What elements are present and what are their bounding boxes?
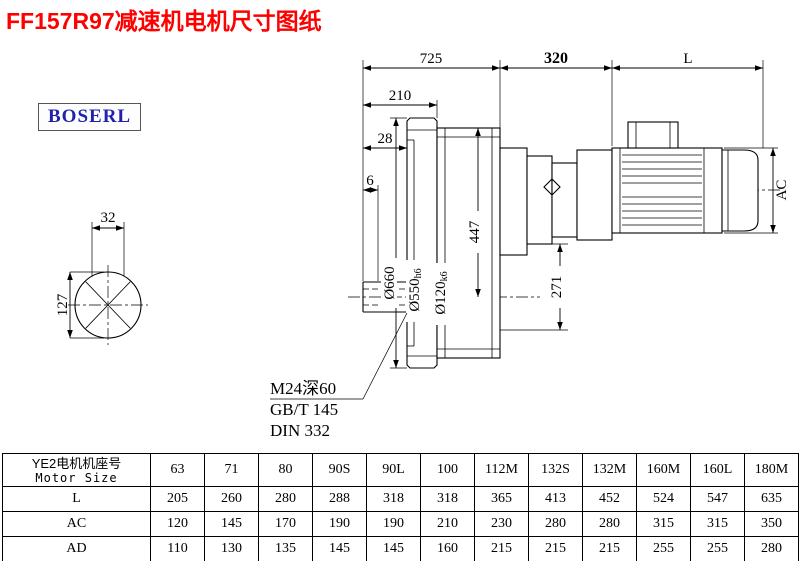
page-title: FF157R97减速机电机尺寸图纸 [6,8,322,34]
table-cell: 280 [582,511,637,537]
brand-diamond-mark [543,178,561,196]
table-cell: 90S [312,453,367,487]
row-label-cell: AC [2,511,151,537]
table-cell: 120 [150,511,205,537]
table-row-AD: AD 110 130 135 145 145 160 215 215 215 2… [2,536,799,561]
table-cell: 215 [528,536,583,561]
row-label-cell: L [2,486,151,512]
table-cell: 110 [150,536,205,561]
dimensions-end-view: 32 127 [55,210,125,339]
table-cell: 160M [636,453,691,487]
table-row-L: L 205 260 280 288 318 318 365 413 452 52… [2,486,799,512]
table-cell: 210 [420,511,475,537]
dim-AC-label: AC [774,180,790,201]
motor-dimension-table: YE2电机机座号 Motor Size 63 71 80 90S 90L 100… [2,453,799,561]
dia-120-label: Ø120k6 [433,271,450,314]
motor-outline [611,121,759,234]
table-cell: 135 [258,536,313,561]
table-cell: 63 [150,453,205,487]
motor-size-label-cn: YE2电机机座号 [31,455,122,471]
table-cell: 71 [204,453,259,487]
dim-127-label: 127 [55,293,71,316]
thread-note: M24深60 GB/T 145 DIN 332 [270,312,408,440]
dia-550-label: Ø550h6 [407,268,424,311]
table-cell: 318 [366,486,421,512]
table-corner-cell: YE2电机机座号 Motor Size [2,453,151,487]
table-cell: 280 [744,536,799,561]
table-cell: 180M [744,453,799,487]
table-cell: 132M [582,453,637,487]
table-cell: 132S [528,453,583,487]
table-cell: 255 [690,536,745,561]
table-cell: 318 [420,486,475,512]
table-cell: 215 [474,536,529,561]
table-cell: 452 [582,486,637,512]
note-gb-label: GB/T 145 [270,400,338,419]
table-cell: 80 [258,453,313,487]
table-cell: 255 [636,536,691,561]
dim-447-label: 447 [467,220,483,243]
adapter-outline [499,147,613,256]
table-cell: 145 [204,511,259,537]
table-cell: 635 [744,486,799,512]
table-cell: 260 [204,486,259,512]
note-din-label: DIN 332 [270,421,330,440]
row-label-cell: AD [2,536,151,561]
table-cell: 280 [528,511,583,537]
table-cell: 160 [420,536,475,561]
table-cell: 413 [528,486,583,512]
table-cell: 215 [582,536,637,561]
dia-660-label: Ø660 [382,266,398,299]
table-cell: 315 [690,511,745,537]
table-cell: 100 [420,453,475,487]
dim-271-label: 271 [549,276,565,299]
brand-logo: BOSERL [38,103,142,131]
dim-L-label: L [683,51,692,67]
shaft-end-view [74,271,142,339]
dimensions-vertical: AC 447 271 Ø660 Ø550h6 Ø120k6 [381,117,790,369]
table-cell: 190 [312,511,367,537]
table-cell: 315 [636,511,691,537]
fan-cowl [721,149,759,232]
motor-size-label-en: Motor Size [35,470,118,485]
table-cell: 170 [258,511,313,537]
dim-320-label: 320 [544,50,568,67]
table-cell: 130 [204,536,259,561]
table-cell: 145 [312,536,367,561]
table-row-header: YE2电机机座号 Motor Size 63 71 80 90S 90L 100… [2,453,799,487]
table-cell: 145 [366,536,421,561]
table-cell: 288 [312,486,367,512]
table-row-AC: AC 120 145 170 190 190 210 230 280 280 3… [2,511,799,537]
table-cell: 524 [636,486,691,512]
technical-drawing: 725 320 L 210 28 6 AC 447 [55,50,790,440]
table-cell: 90L [366,453,421,487]
dim-725-label: 725 [420,51,443,67]
table-cell: 112M [474,453,529,487]
table-cell: 160L [690,453,745,487]
dim-6-label: 6 [366,173,374,189]
table-cell: 190 [366,511,421,537]
table-cell: 280 [258,486,313,512]
table-cell: 205 [150,486,205,512]
table-cell: 350 [744,511,799,537]
dimensions-top: 725 320 L 210 28 6 [362,50,764,281]
dim-210-label: 210 [389,88,412,104]
note-thread-label: M24深60 [270,379,336,398]
table-cell: 230 [474,511,529,537]
table-cell: 365 [474,486,529,512]
table-cell: 547 [690,486,745,512]
dim-32-label: 32 [101,210,116,226]
terminal-box [627,121,679,149]
dim-28-label: 28 [378,131,393,147]
